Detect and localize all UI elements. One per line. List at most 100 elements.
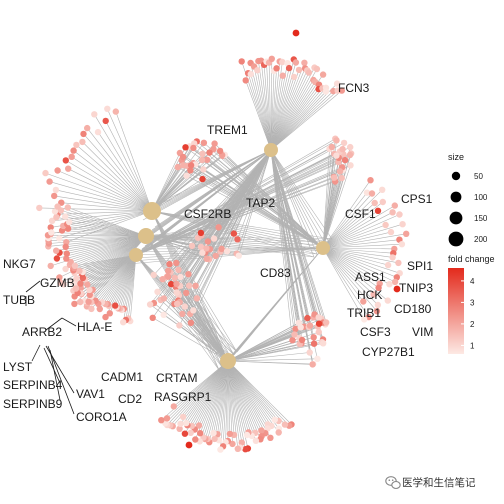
gene-node [305, 69, 313, 76]
gene-label: CORO1A [76, 410, 127, 424]
gene-node [173, 259, 180, 267]
gene-node [333, 152, 340, 159]
gene-edge [253, 66, 272, 151]
gene-node [63, 255, 70, 262]
gene-node [268, 55, 275, 62]
gene-edge [203, 360, 229, 438]
gene-edge [270, 76, 295, 151]
gene-edge [322, 247, 395, 250]
hub-edge [270, 149, 327, 246]
gene-edge [270, 88, 323, 151]
hub-edge [135, 254, 220, 371]
gene-node [71, 300, 78, 308]
gene-edge [163, 298, 229, 362]
label-leader-lines [25, 280, 77, 415]
gene-node [331, 174, 338, 181]
gene-edge [322, 247, 393, 258]
gene-node [65, 165, 72, 172]
gene-edge [91, 254, 137, 297]
gene-edge [322, 231, 392, 249]
gene-node [185, 271, 192, 278]
gene-label: CYP27B1 [362, 345, 415, 359]
gene-node [183, 172, 190, 179]
gene-edge [227, 360, 276, 420]
gene-edge [151, 169, 204, 212]
gene-node [333, 80, 341, 87]
gene-edge [185, 360, 229, 424]
gene-edge [270, 88, 319, 151]
gene-node [403, 230, 410, 237]
gene-edge [190, 165, 324, 249]
gene-node [54, 167, 61, 174]
gene-node [298, 336, 306, 344]
gene-edge [227, 360, 231, 434]
gene-edge [270, 149, 324, 344]
gene-edge [74, 235, 147, 305]
color-legend-bar [448, 268, 464, 354]
gene-edge [250, 62, 272, 151]
gene-label: HCK [357, 288, 382, 302]
gene-node-layer [36, 29, 410, 453]
gene-edge [153, 149, 272, 276]
gene-edge [258, 61, 272, 151]
gene-edge [227, 360, 271, 438]
leader-line [61, 317, 77, 327]
gene-node [230, 230, 238, 237]
gene-node [204, 238, 212, 245]
gene-edge [151, 178, 203, 212]
gene-label: TAP2 [246, 196, 275, 210]
gene-edge [54, 195, 153, 212]
gene-node [56, 235, 63, 242]
gene-edge [225, 360, 229, 443]
gene-edge [227, 358, 318, 362]
gene-edge [84, 254, 137, 280]
gene-node [234, 445, 241, 452]
gene-edge [270, 87, 327, 151]
category-node [220, 353, 236, 369]
gene-edge [174, 149, 272, 278]
gene-edge [82, 254, 137, 273]
gene-node [175, 266, 182, 273]
gene-node [187, 429, 194, 436]
gene-node [198, 156, 206, 164]
gene-edge [214, 360, 229, 439]
gene-edge [227, 360, 266, 434]
gene-edge [105, 254, 137, 305]
gene-edge [227, 360, 256, 433]
leader-line [45, 317, 63, 331]
size-legend-key [448, 231, 464, 247]
gene-node [73, 275, 80, 282]
gene-node [94, 128, 102, 136]
gene-edge [238, 149, 272, 256]
gene-edge [270, 149, 308, 319]
color-legend-label: 2 [470, 320, 475, 329]
gene-edge [270, 68, 318, 151]
gene-node [72, 285, 80, 292]
gene-edge [322, 247, 399, 264]
gene-edge [270, 149, 310, 353]
gene-edge [322, 210, 379, 249]
gene-node [310, 340, 318, 347]
gene-edge [206, 149, 272, 259]
gene-node [336, 168, 344, 175]
gene-node [47, 262, 54, 270]
gene-edge [73, 254, 137, 271]
gene-node [181, 430, 189, 437]
gene-node [185, 282, 193, 289]
size-legend-key [449, 211, 463, 225]
gene-edge [57, 170, 153, 212]
gene-edge [257, 70, 272, 151]
gene-node [252, 437, 260, 444]
gene-node [192, 282, 199, 289]
gene-edge [241, 61, 272, 151]
category-node [129, 248, 143, 262]
gene-edge [62, 230, 147, 237]
gene-label: CADM1 [101, 370, 143, 384]
wechat-icon [385, 476, 401, 490]
gene-node [80, 130, 87, 138]
gene-node [112, 108, 120, 115]
gene-node [347, 162, 354, 169]
gene-edge [151, 159, 208, 212]
gene-edge [91, 254, 137, 303]
gene-edge [237, 149, 272, 240]
